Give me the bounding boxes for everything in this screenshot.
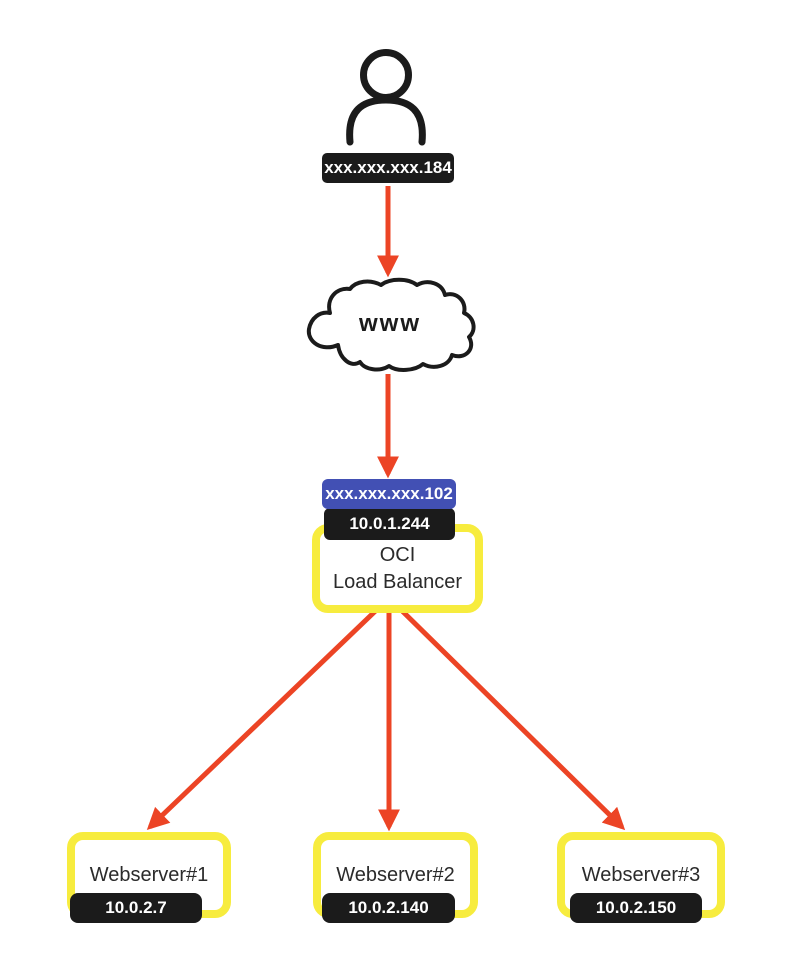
user-ip-badge: xxx.xxx.xxx.184 [322,153,454,183]
load-balancer-name-line2: Load Balancer [333,570,462,593]
internet-label: www [358,310,421,337]
arrow-lb-to-ws1 [146,596,391,831]
connector-arrows [146,186,626,832]
webserver-2-ip-badge: 10.0.2.140 [322,893,455,923]
user-icon [346,49,426,146]
arrow-lb-to-ws3 [387,596,626,831]
webserver-3-name: Webserver#3 [581,863,701,886]
lb-public-ip-badge: xxx.xxx.xxx.102 [322,479,456,509]
load-balancer-name-line1: OCI [379,543,416,566]
lb-private-ip-badge: 10.0.1.244 [324,508,455,540]
webserver-1-name: Webserver#1 [89,863,209,886]
cloud-icon [306,277,476,372]
webserver-2-name: Webserver#2 [336,863,455,886]
webserver-3-ip-badge: 10.0.2.150 [570,893,702,923]
webserver-1-ip-badge: 10.0.2.7 [70,893,202,923]
